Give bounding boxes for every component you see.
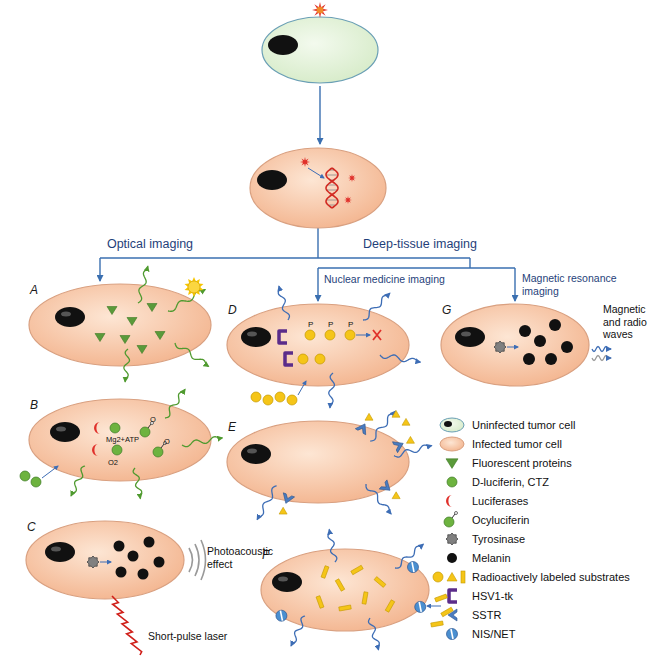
legend-entry: Tyrosinase (472, 532, 525, 546)
molecule-label: P (308, 320, 313, 330)
cell-outline (260, 548, 430, 632)
legend-entry: Radioactively labeled substrates (472, 570, 630, 584)
molecule-label: P (348, 320, 353, 330)
legend-entry: Fluorescent proteins (472, 456, 572, 470)
legend-entry: D-luciferin, CTZ (472, 475, 549, 489)
legend-icon (433, 571, 465, 583)
panel-letter: C (27, 520, 36, 534)
cell-outline (25, 520, 185, 600)
panel-letter: G (442, 303, 451, 317)
panel-letter: D (228, 303, 237, 317)
molecule-label: O (150, 415, 156, 424)
cell-panel: D (226, 303, 410, 387)
annotation: Photoacoustic effect (207, 545, 283, 570)
panel-letter: A (30, 283, 38, 297)
legend-entry: Ocyluciferin (472, 513, 529, 527)
legend-icon (440, 418, 464, 432)
cell-outline (226, 420, 410, 504)
cell-outline (28, 283, 212, 367)
legend-entry: HSV1-tk (472, 589, 513, 603)
branch-heading: Magnetic resonance imaging (522, 272, 634, 297)
cell-outline (226, 303, 410, 387)
cell-panel: C (25, 520, 185, 600)
cell-panel: G (440, 303, 590, 387)
legend-icon (440, 437, 464, 451)
molecule-label: Mg2+ (106, 435, 125, 444)
legend-icon (447, 477, 457, 487)
legend-icon (446, 533, 458, 545)
molecule-label: ATP (125, 435, 139, 444)
cell-panel: F (260, 548, 430, 632)
panel-letter: B (30, 398, 38, 412)
legend-icon (449, 590, 457, 602)
cell-outline (440, 303, 590, 387)
legend-entry: Melanin (472, 551, 511, 565)
annotation: Magnetic and radio waves (603, 303, 653, 341)
legend-icon (444, 512, 458, 528)
molecule-label: O2 (108, 458, 118, 467)
legend-icon (446, 495, 452, 507)
legend-entry: Infected tumor cell (472, 437, 562, 451)
cell-panel: E (226, 420, 410, 504)
legend-icon (446, 459, 458, 469)
legend-entry: SSTR (472, 608, 501, 622)
branch-heading: Deep-tissue imaging (320, 237, 520, 252)
legend-icon (447, 629, 458, 640)
flow-lines (100, 86, 515, 301)
cell-panel: A (28, 283, 212, 367)
annotation: Short-pulse laser (148, 630, 227, 643)
cell-illustration (250, 2, 386, 228)
molecule-label: O (164, 437, 170, 446)
molecule-label: P (328, 320, 333, 330)
legend-entry: Luciferases (472, 494, 528, 508)
branch-heading: Optical imaging (50, 237, 250, 252)
branch-heading: Nuclear medicine imaging (324, 273, 445, 286)
legend-entry: Uninfected tumor cell (472, 418, 575, 432)
panel-letter: E (228, 420, 236, 434)
legend-entry: NIS/NET (472, 627, 515, 641)
legend-icon (447, 553, 457, 563)
